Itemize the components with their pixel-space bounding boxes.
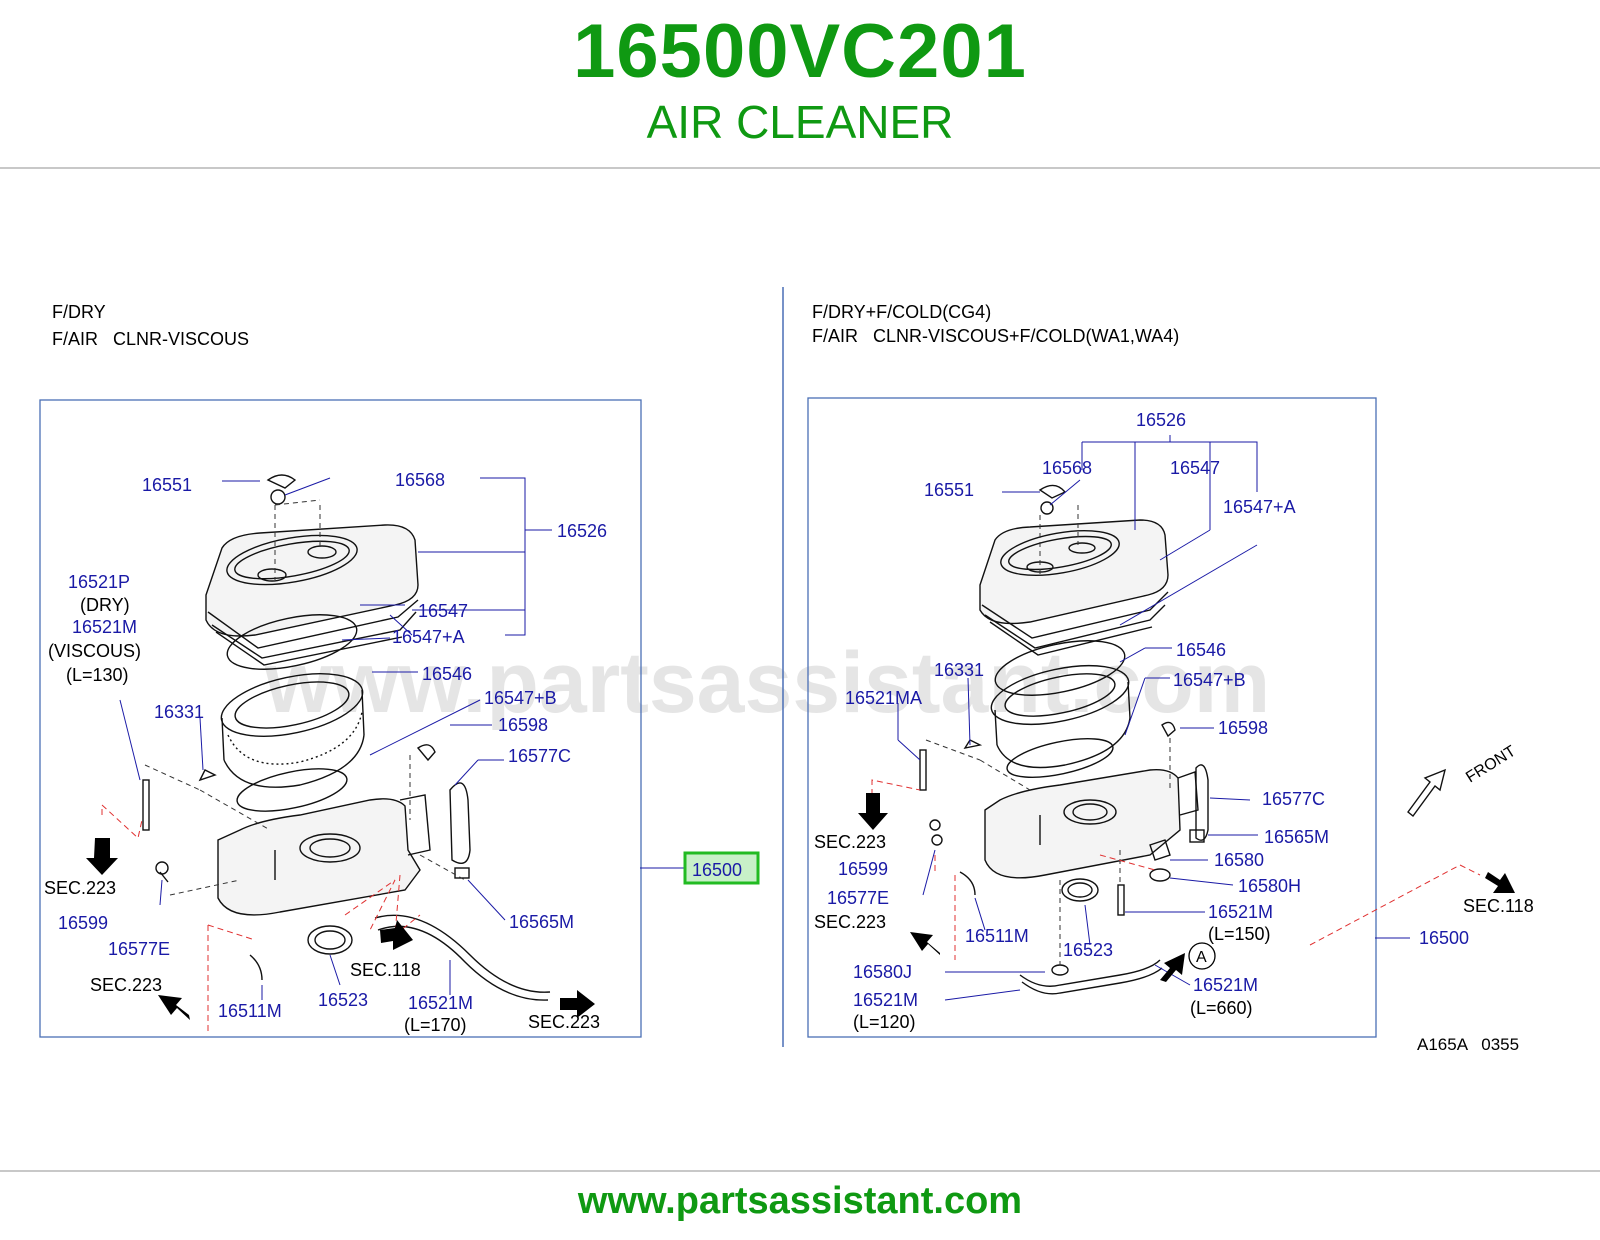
label-16551-r: 16551 [924,480,974,500]
label-l120-r: (L=120) [853,1012,916,1032]
left-panel: F/DRY F/AIR CLNR-VISCOUS [39,302,760,1038]
front-label: FRONT [1463,743,1519,787]
label-16599: 16599 [58,913,108,933]
label-l170: (L=170) [404,1015,467,1035]
label-sec223-c: SEC.223 [528,1012,600,1032]
label-sec118: SEC.118 [350,960,421,980]
label-16577c: 16577C [508,746,571,766]
label-dry: (DRY) [80,595,130,615]
label-16521p: 16521P [68,572,130,592]
label-sec223-b: SEC.223 [90,975,162,995]
label-16511m: 16511M [218,1001,282,1021]
label-16551: 16551 [142,475,192,495]
page-header: 16500VC201 AIR CLEANER [0,0,1600,170]
label-16565m: 16565M [509,912,574,932]
label-viscous: (VISCOUS) [48,641,141,661]
reference-circle-a [1188,942,1216,970]
highlight-part-label[interactable]: 16500 [692,860,742,880]
label-16568-r: 16568 [1042,458,1092,478]
header-divider [0,167,1600,169]
label-16565m-r: 16565M [1264,827,1329,847]
label-sec118-r: SEC.118 [1463,896,1534,916]
label-16568: 16568 [395,470,445,490]
label-16521ma-r: 16521MA [845,688,922,708]
watermark: www.partsassistant.com [264,635,1270,731]
right-heading-2: F/AIR CLNR-VISCOUS+F/COLD(WA1,WA4) [812,326,1179,346]
label-16521m-c-r: 16521M [853,990,918,1010]
label-16599-r: 16599 [838,859,888,879]
right-drawing [919,484,1447,995]
right-heading-1: F/DRY+F/COLD(CG4) [812,302,991,322]
right-frame [807,397,1377,1038]
label-16521m-r: 16521M [1208,902,1273,922]
right-panel: F/DRY+F/COLD(CG4) F/AIR CLNR-VISCOUS+F/C… [807,302,1534,1054]
label-16511m-r: 16511M [965,926,1029,946]
label-16580j-r: 16580J [853,962,912,982]
label-16526-r: 16526 [1136,410,1186,430]
label-16331-r: 16331 [934,660,984,680]
label-16523-r: 16523 [1063,940,1113,960]
label-16580-r: 16580 [1214,850,1264,870]
label-16547a-r: 16547+A [1223,497,1296,517]
label-16500-r: 16500 [1419,928,1469,948]
reference-circle-a-label: A [1196,949,1207,966]
label-16577e: 16577E [108,939,170,959]
footer-divider [0,1170,1600,1172]
label-16546-r: 16546 [1176,640,1226,660]
label-16521m-b-r: 16521M [1193,975,1258,995]
left-frame [39,399,642,1038]
label-16521m: 16521M [72,617,137,637]
label-16546: 16546 [422,664,472,684]
label-l660-r: (L=660) [1190,998,1253,1018]
label-16526: 16526 [557,521,607,541]
part-title: AIR CLEANER [646,96,954,148]
part-number: 16500VC201 [573,9,1027,94]
label-16521m-b: 16521M [408,993,473,1013]
left-drawing [142,474,551,1001]
label-16598: 16598 [498,715,548,735]
label-16331: 16331 [154,702,204,722]
label-16547a: 16547+A [392,627,465,647]
label-16547b-r: 16547+B [1173,670,1246,690]
label-16547b: 16547+B [484,688,557,708]
label-16547: 16547 [418,601,468,621]
label-l150-r: (L=150) [1208,924,1271,944]
label-16580h-r: 16580H [1238,876,1301,896]
label-16523: 16523 [318,990,368,1010]
label-16577e-r: 16577E [827,888,889,908]
footer-url[interactable]: www.partsassistant.com [577,1180,1023,1222]
label-16547-r: 16547 [1170,458,1220,478]
label-16577c-r: 16577C [1262,789,1325,809]
highlight-part-box[interactable] [683,851,760,885]
label-sec223-b-r: SEC.223 [814,912,886,932]
label-sec223: SEC.223 [44,878,116,898]
label-16598-r: 16598 [1218,718,1268,738]
label-sec223-r: SEC.223 [814,832,886,852]
left-heading-2: F/AIR CLNR-VISCOUS [52,329,249,349]
left-heading-1: F/DRY [52,302,106,322]
label-l130: (L=130) [66,665,129,685]
drawing-code: A165A 0355 [1417,1035,1519,1054]
